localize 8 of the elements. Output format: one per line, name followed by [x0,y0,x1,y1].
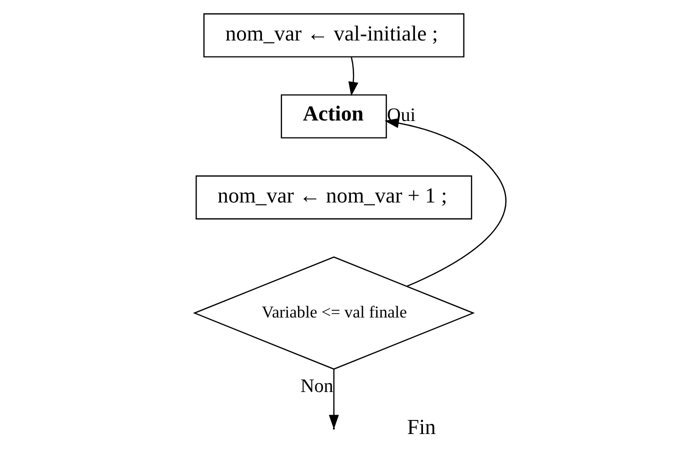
node-box: Action [280,94,386,138]
node-box: nom_var ← val-initiale ; [202,12,464,57]
node-diamond: Variable <= val finale [192,256,474,370]
label: Fin [406,414,436,438]
arrow [348,56,358,96]
edge-label: Non [300,375,333,396]
node-box: nom_var ← nom_var + 1 ; [195,174,472,219]
arrow [328,368,338,429]
